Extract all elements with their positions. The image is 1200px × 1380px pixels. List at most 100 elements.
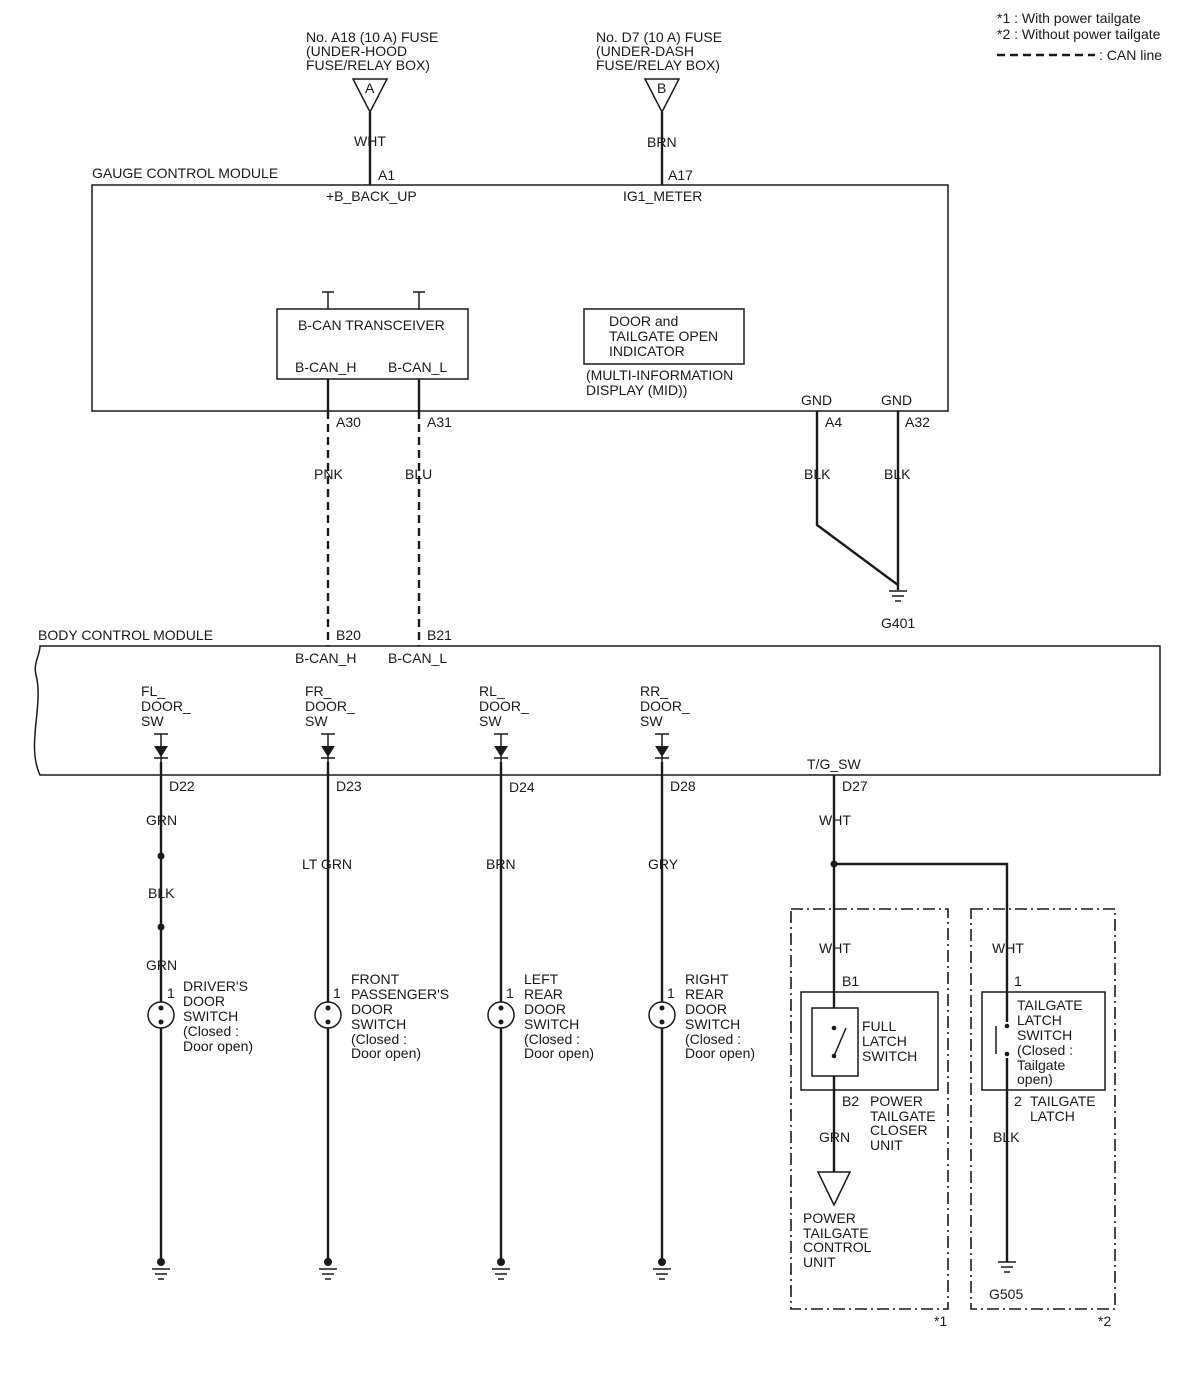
door-circuit-rr: RR_ DOOR_ SW D28 GRY 1 RIGHT REAR DOOR S… bbox=[640, 683, 755, 1280]
full-latch-switch-box bbox=[811, 1007, 859, 1077]
door-fl-ground-icon bbox=[152, 1268, 170, 1280]
gnd-label-a32: GND bbox=[881, 392, 912, 408]
door-fr-sig-3: SW bbox=[305, 713, 328, 729]
fuse-a18-letter: A bbox=[365, 80, 375, 96]
can-transceiver-label: B-CAN TRANSCEIVER bbox=[298, 317, 445, 333]
power-tailgate-group: *1 WHT B1 FULL LATCH SWITCH B2 POWER TAI… bbox=[790, 908, 949, 1329]
door-fl-sig-1: FL_ bbox=[141, 683, 165, 699]
wire-a1-color: WHT bbox=[354, 133, 386, 149]
tailgate-circuit: D27 WHT bbox=[819, 775, 1009, 992]
legend-note-1: *1 : With power tailgate bbox=[997, 10, 1141, 26]
door-rl-desc-1: LEFT bbox=[524, 971, 559, 987]
door-fr-sig-1: FR_ bbox=[305, 683, 332, 699]
door-fl-pin: D22 bbox=[169, 778, 195, 794]
body-can-l: B-CAN_L bbox=[388, 650, 447, 666]
tg-latch-line5: Tailgate bbox=[1017, 1057, 1065, 1073]
door-fl-desc-5: Door open) bbox=[183, 1038, 253, 1054]
door-rl-sig-1: RL_ bbox=[479, 683, 505, 699]
closer-unit-line1: POWER bbox=[870, 1093, 923, 1109]
fuse-a18-line2: (UNDER-HOOD bbox=[306, 43, 407, 59]
door-rl-term: 1 bbox=[506, 985, 514, 1001]
door-rl-ground-icon bbox=[492, 1268, 510, 1280]
body-title: BODY CONTROL MODULE bbox=[38, 627, 213, 643]
door-rl-desc-3: DOOR bbox=[524, 1001, 566, 1017]
wire-blk-a4: BLK bbox=[804, 466, 831, 482]
pin-b21: B21 bbox=[427, 627, 452, 643]
pt-wire-in: WHT bbox=[819, 940, 851, 956]
door-fl-splice-2 bbox=[157, 923, 165, 931]
full-latch-switch-icon bbox=[833, 1027, 847, 1057]
door-fl-wire-1: GRN bbox=[146, 812, 177, 828]
closer-unit-box bbox=[800, 991, 939, 1091]
pin-b20: B20 bbox=[336, 627, 361, 643]
door-rl-ground-dot bbox=[497, 1258, 505, 1266]
door-fr-switch-contact-2 bbox=[325, 1019, 331, 1025]
tailgate-latch-box bbox=[981, 991, 1106, 1091]
door-circuit-fl: FL_ DOOR_ SW D22 GRN BLK GRN 1 DRIVER'S … bbox=[141, 683, 253, 1280]
door-fr-desc-3: DOOR bbox=[351, 1001, 393, 1017]
pin-a31: A31 bbox=[427, 414, 452, 430]
door-fl-ground-dot bbox=[157, 1258, 165, 1266]
door-fr-switch-icon bbox=[314, 1001, 342, 1029]
ground-g401-label: G401 bbox=[881, 615, 915, 631]
wire-pnk: PNK bbox=[314, 466, 343, 482]
door-rl-switch-contact bbox=[498, 1005, 504, 1011]
pin-a1: A1 bbox=[378, 167, 395, 183]
door-fl-switch-contact-2 bbox=[158, 1019, 164, 1025]
door-rr-switch-contact bbox=[659, 1005, 665, 1011]
wire-blk-a32: BLK bbox=[884, 466, 911, 482]
control-unit-line3: CONTROL bbox=[803, 1239, 872, 1255]
can-transceiver-box bbox=[276, 308, 469, 380]
door-rr-switch-contact-2 bbox=[659, 1019, 665, 1025]
door-rl-desc-6: Door open) bbox=[524, 1045, 594, 1061]
door-fl-wire-2: BLK bbox=[148, 885, 175, 901]
pt-pin-b1: B1 bbox=[842, 973, 859, 989]
tg-latch-line2: LATCH bbox=[1017, 1012, 1062, 1028]
mid-line2: DISPLAY (MID)) bbox=[586, 382, 687, 398]
door-rl-sig-3: SW bbox=[479, 713, 502, 729]
fuse-a18-line1: No. A18 (10 A) FUSE bbox=[306, 29, 438, 45]
mt-wire-out-color: BLK bbox=[993, 1129, 1020, 1145]
ground-g505-icon bbox=[998, 1261, 1016, 1273]
wire-d27: WHT bbox=[819, 812, 851, 828]
door-rr-diode-icon bbox=[655, 746, 669, 757]
door-fr-sig-2: DOOR_ bbox=[305, 698, 355, 714]
door-rr-pin: D28 bbox=[670, 778, 696, 794]
door-fl-diode-icon bbox=[154, 746, 168, 757]
wire-blu: BLU bbox=[405, 466, 432, 482]
label-b-back-up: +B_BACK_UP bbox=[326, 188, 417, 204]
power-tailgate-mark: *1 bbox=[934, 1313, 947, 1329]
door-fr-term: 1 bbox=[333, 985, 341, 1001]
manual-tailgate-boundary bbox=[970, 908, 1116, 1310]
gauge-control-module: WHT A1 BRN A17 GAUGE CONTROL MODULE +B_B… bbox=[91, 112, 949, 430]
full-latch-line2: LATCH bbox=[862, 1033, 907, 1049]
fuse-d7-line2: (UNDER-DASH bbox=[596, 43, 694, 59]
tg-latch-line6: open) bbox=[1017, 1071, 1053, 1087]
indicator-line3: INDICATOR bbox=[609, 343, 685, 359]
closer-unit-line4: UNIT bbox=[870, 1137, 903, 1153]
tg-latch-line1: TAILGATE bbox=[1017, 997, 1083, 1013]
door-rr-desc-6: Door open) bbox=[685, 1045, 755, 1061]
door-rr-switch-icon bbox=[648, 1001, 676, 1029]
door-rr-sig-1: RR_ bbox=[640, 683, 668, 699]
tg-latch-contact-bottom bbox=[1004, 1051, 1010, 1057]
ground-g505-label: G505 bbox=[989, 1286, 1023, 1302]
door-indicator-box bbox=[583, 308, 745, 365]
door-rl-desc-4: SWITCH bbox=[524, 1016, 579, 1032]
door-fr-desc-2: PASSENGER'S bbox=[351, 986, 449, 1002]
tg-latch-line3: SWITCH bbox=[1017, 1027, 1072, 1043]
door-fr-pin: D23 bbox=[336, 778, 362, 794]
door-rr-sig-2: DOOR_ bbox=[640, 698, 690, 714]
door-rr-desc-5: (Closed : bbox=[685, 1031, 741, 1047]
door-fl-term: 1 bbox=[167, 985, 175, 1001]
tg-sw-label: T/G_SW bbox=[807, 756, 861, 772]
door-rr-wire-1: GRY bbox=[648, 856, 679, 872]
mid-line1: (MULTI-INFORMATION bbox=[586, 367, 733, 383]
indicator-line1: DOOR and bbox=[609, 313, 678, 329]
door-rr-ground-icon bbox=[653, 1268, 671, 1280]
door-fr-wire-1: LT GRN bbox=[302, 856, 352, 872]
power-tailgate-boundary bbox=[790, 908, 949, 1310]
door-rl-desc-5: (Closed : bbox=[524, 1031, 580, 1047]
door-rr-sig-3: SW bbox=[640, 713, 663, 729]
